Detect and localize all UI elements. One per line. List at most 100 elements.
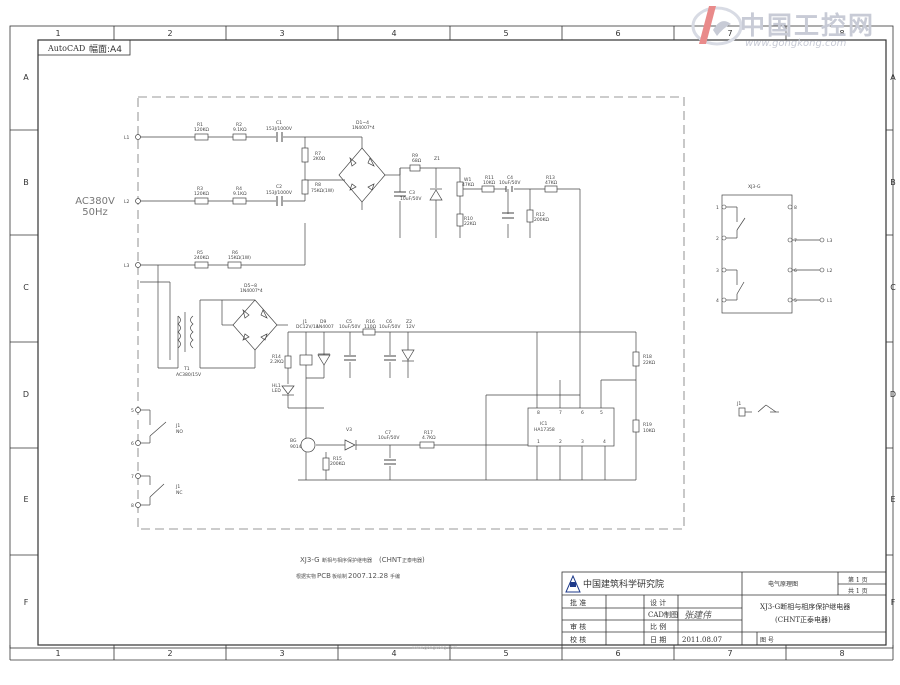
col-label: 1 — [55, 649, 60, 658]
label-v3: V3 — [346, 427, 352, 433]
label-bg: BG — [290, 438, 297, 444]
label-r18: R18 — [643, 354, 652, 360]
org-name: 中国建筑科学研究院 — [583, 578, 664, 590]
label-r15-value: 200KΩ — [330, 461, 346, 467]
caption-note-date: 2007.12.28 — [348, 572, 388, 580]
label-r14-value: 2.2KΩ — [270, 359, 284, 365]
label-w1: W1 — [464, 177, 471, 183]
label-r12-value: 200KΩ — [534, 217, 550, 223]
label-r8: R8 — [315, 182, 321, 188]
label-r16: R16 — [366, 319, 375, 325]
label-r18-value: 22KΩ — [643, 360, 656, 366]
label-c3-value: 10uF/50V — [400, 196, 422, 202]
label-t1-value: AC380/15V — [176, 372, 202, 378]
components — [194, 133, 640, 471]
label-c7-value: 10uF/50V — [378, 435, 400, 441]
col-label: 7 — [727, 649, 732, 658]
terminal-number: 7 — [131, 474, 134, 480]
caption-brand-open: (CHNT — [379, 556, 402, 564]
circuit-wiring — [140, 136, 637, 506]
label-r4-value: 9.1KΩ — [233, 191, 247, 197]
row-label: F — [24, 598, 29, 607]
row-label: A — [890, 73, 896, 82]
cad-label: CAD制图 — [648, 610, 678, 619]
side-pin-right: 7 — [794, 238, 797, 244]
caption-product: 断相与相序保护继电器 — [322, 557, 372, 564]
col-label: 5 — [503, 29, 508, 38]
label-r9-value: 68Ω — [412, 158, 422, 164]
watermark-site-url: www.gongkong.com — [745, 38, 847, 49]
scale-label: 比 例 — [650, 622, 666, 631]
label-d5-8: D5~8 — [244, 283, 257, 289]
check-label: 校 核 — [570, 635, 586, 644]
source-frequency: 50Hz — [82, 207, 108, 218]
side-connection-diagram — [721, 194, 822, 417]
ic-pin: 7 — [559, 410, 562, 416]
label-contact-nc: J1 — [175, 484, 180, 490]
label-c1: C1 — [276, 120, 282, 126]
component-labels: L1 L2 L3 R1 120KΩ R2 9.1KΩ C1 153J/1000V… — [124, 120, 656, 509]
label-d9-value: 1N4007 — [316, 324, 334, 330]
label-r5: R5 — [197, 250, 203, 256]
col-label: 8 — [839, 29, 844, 38]
side-pin-left: 3 — [716, 268, 719, 274]
label-r6: R6 — [232, 250, 238, 256]
label-r4: R4 — [236, 186, 242, 192]
col-label: 6 — [615, 649, 620, 658]
col-label: 6 — [615, 29, 620, 38]
label-nc: NC — [176, 490, 183, 496]
col-label: 3 — [279, 649, 284, 658]
row-label: D — [890, 390, 896, 399]
pcb-outline — [137, 96, 685, 530]
side-output-l1: L1 — [827, 298, 833, 304]
label-l1: L1 — [124, 135, 130, 141]
label-d9: D9 — [320, 319, 326, 325]
label-d5-8-value: 1N4007*4 — [240, 288, 263, 294]
label-r7: R7 — [315, 151, 321, 157]
sheet-number: 第 1 页 — [848, 576, 868, 584]
terminal-number: 6 — [131, 441, 134, 447]
side-terminals — [721, 204, 825, 303]
ic-pin: 8 — [537, 410, 540, 416]
label-c5-value: 10uF/50V — [339, 324, 361, 330]
label-no: NO — [176, 429, 183, 435]
label-c6: C6 — [386, 319, 392, 325]
org-logo-icon — [565, 574, 581, 593]
label-r7-value: 2K0Ω — [313, 156, 326, 162]
label-j1: J1 — [302, 319, 307, 325]
row-label: B — [890, 178, 896, 187]
terminal-number: 8 — [131, 503, 134, 509]
autocad-text: AutoCAD — [47, 44, 85, 53]
ic-pin: 2 — [559, 439, 562, 445]
side-pin-left: 1 — [716, 205, 719, 211]
source-voltage: AC380V — [75, 196, 115, 207]
caption-note-pcb: PCB — [317, 572, 331, 580]
ic-pin: 3 — [581, 439, 584, 445]
terminals — [135, 134, 141, 508]
label-bg-value: 9014 — [290, 444, 302, 450]
designer-signature: 张建伟 — [684, 610, 712, 621]
label-r2-value: 9.1KΩ — [233, 127, 247, 133]
label-r1-value: 120KΩ — [194, 127, 210, 133]
row-label: C — [23, 283, 29, 292]
label-c4-value: 10uF/50V — [499, 180, 521, 186]
row-label: E — [23, 495, 28, 504]
side-output-l3: L3 — [827, 238, 833, 244]
watermark-logo-icon — [691, 6, 743, 46]
label-r17-value: 4.7KΩ — [422, 435, 436, 441]
label-r9: R9 — [412, 153, 418, 159]
label-j1-value: DC12V/1A — [296, 324, 320, 330]
capacitors — [276, 132, 514, 465]
col-label: 4 — [391, 649, 396, 658]
caption-model: XJ3-G — [300, 556, 320, 564]
row-label: C — [890, 283, 896, 292]
drawing-title-line2: (CHNT正泰电器) — [775, 615, 831, 624]
label-r11-value: 10KΩ — [483, 180, 496, 186]
paper-size: 幅面:A4 — [89, 43, 122, 55]
date-label: 日 期 — [650, 636, 666, 644]
row-label: E — [890, 495, 895, 504]
caption-brand-close: ) — [422, 556, 425, 564]
col-label: 2 — [167, 29, 172, 38]
label-l3: L3 — [124, 263, 130, 269]
